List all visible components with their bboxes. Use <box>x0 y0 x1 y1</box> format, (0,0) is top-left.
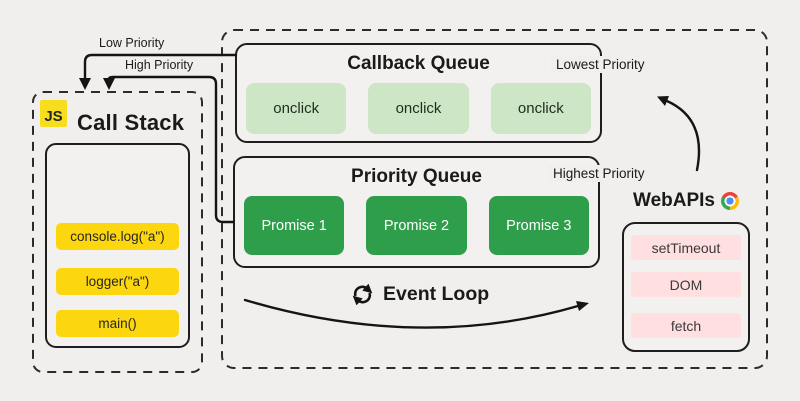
lowest-priority-label: Lowest Priority <box>551 56 650 73</box>
call-stack-box: console.log("a") logger("a") main() <box>45 143 190 348</box>
sync-loop-icon <box>352 283 373 306</box>
promise-item: Promise 1 <box>244 196 345 255</box>
callback-queue-title: Callback Queue <box>347 53 490 74</box>
chrome-icon <box>721 192 740 210</box>
low-priority-label: Low Priority <box>97 36 167 50</box>
onclick-item: onclick <box>246 83 347 134</box>
webapi-item: setTimeout <box>631 235 741 260</box>
stack-frame: main() <box>56 310 179 337</box>
callback-queue-box: Callback Queue onclick onclick onclick <box>235 43 602 143</box>
onclick-item: onclick <box>490 83 591 134</box>
webapi-item: fetch <box>631 313 741 338</box>
priority-queue-title: Priority Queue <box>351 166 482 187</box>
webapis-header: WebAPIs <box>633 190 740 212</box>
event-loop-label: Event Loop <box>383 283 490 305</box>
promise-item: Promise 2 <box>366 196 467 255</box>
highest-priority-label: Highest Priority <box>548 165 650 182</box>
webapis-title: WebAPIs <box>633 190 716 211</box>
event-loop: Event Loop <box>351 283 489 306</box>
call-stack-title: Call Stack <box>77 110 185 135</box>
promise-item: Promise 3 <box>488 196 589 255</box>
priority-queue-box: Priority Queue Promise 1 Promise 2 Promi… <box>233 156 600 268</box>
webapi-item: DOM <box>631 272 741 297</box>
priority-queue-items: Promise 1 Promise 2 Promise 3 <box>244 196 589 255</box>
callback-queue-items: onclick onclick onclick <box>246 83 591 134</box>
js-logo-icon: JS <box>40 100 67 127</box>
stack-frame: console.log("a") <box>56 223 179 250</box>
high-priority-label: High Priority <box>123 58 196 72</box>
webapis-box: setTimeout DOM fetch <box>622 222 750 352</box>
stack-frame: logger("a") <box>56 268 179 295</box>
webapis-to-callback-arrow <box>657 96 701 172</box>
onclick-item: onclick <box>368 83 469 134</box>
